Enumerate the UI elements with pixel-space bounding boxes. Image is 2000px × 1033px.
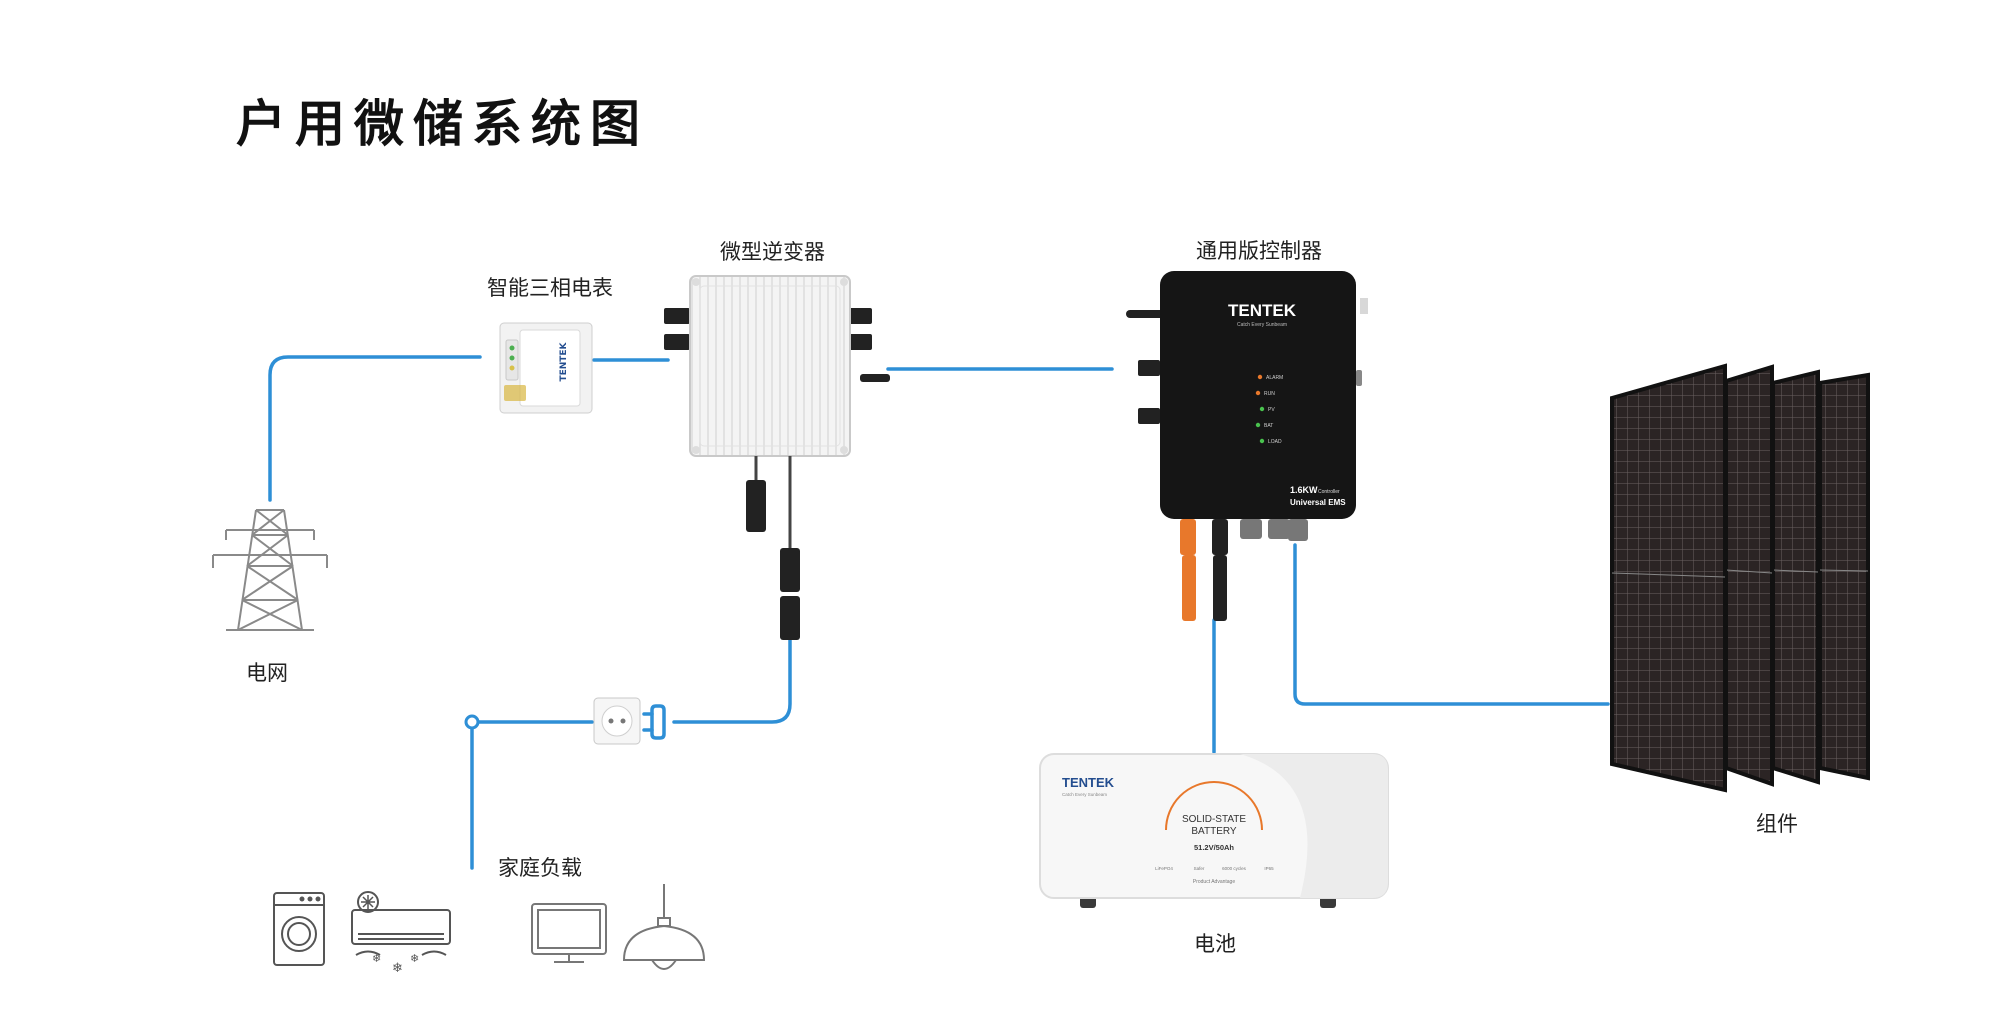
battery-label-line1: SOLID-STATE xyxy=(1182,814,1246,825)
page-title: 户用微储系统图 xyxy=(236,95,649,153)
svg-text:❄: ❄ xyxy=(392,961,403,976)
wire-grid-meter xyxy=(268,355,482,502)
controller-led-list: ALARM RUN PV BAT LOAD xyxy=(1255,374,1283,445)
controller-label: 通用版控制器 xyxy=(1196,239,1322,263)
controller-model-suffix-text: Controller xyxy=(1318,489,1340,495)
wire-controller-module xyxy=(1293,543,1610,706)
wire-socket-load xyxy=(470,720,594,870)
battery-feature-text: LiFePO4 xyxy=(1155,866,1173,871)
svg-text:❄: ❄ xyxy=(410,952,419,965)
controller-led-label: ALARM xyxy=(1266,375,1283,381)
battery-device xyxy=(1039,753,1389,908)
inverter-label: 微型逆变器 xyxy=(720,240,825,264)
smart-meter-device xyxy=(499,322,593,414)
pv-module-icon xyxy=(1610,363,1727,793)
controller-name-text: Universal EMS xyxy=(1290,498,1346,507)
controller-led-pv xyxy=(1259,406,1265,412)
wire-inverter-plug xyxy=(672,638,792,724)
controller-model-text: 1.6KW xyxy=(1290,485,1318,495)
pv-module-icon xyxy=(1771,369,1820,785)
battery-brand-text: TENTEK xyxy=(1062,775,1115,790)
plug-icon xyxy=(642,704,666,740)
battery-label-line2: BATTERY xyxy=(1191,826,1237,837)
battery-spec-text: 51.2V/50Ah xyxy=(1194,843,1234,852)
air-conditioner-icon: ❄ ❄ ❄ xyxy=(351,891,451,976)
controller-brand-text: TENTEK xyxy=(1228,301,1297,320)
battery-slogan-text: Catch Every Sunbeam xyxy=(1062,792,1107,797)
micro-inverter-device xyxy=(664,275,890,640)
washing-machine-icon xyxy=(273,892,325,966)
battery-label: 电池 xyxy=(1194,932,1236,956)
ceiling-lamp-icon xyxy=(622,884,706,970)
battery-feature-text: 6000 cycles xyxy=(1222,866,1247,871)
load-junction-node xyxy=(464,714,480,730)
controller-slogan-text: Catch Every Sunbeam xyxy=(1237,322,1287,328)
meter-label: 智能三相电表 xyxy=(487,276,613,300)
controller-led-label: LOAD xyxy=(1268,439,1282,445)
monitor-icon xyxy=(531,903,607,963)
module-label: 组件 xyxy=(1756,812,1798,836)
svg-text:❄: ❄ xyxy=(372,952,381,965)
controller-led-load xyxy=(1259,438,1265,444)
power-tower-icon xyxy=(212,509,328,631)
controller-led-bat xyxy=(1255,422,1261,428)
battery-feature-text: Safer xyxy=(1194,866,1205,871)
controller-led-run xyxy=(1255,390,1261,396)
controller-led-alarm xyxy=(1257,374,1263,380)
battery-feature-text: IP65 xyxy=(1264,866,1274,871)
grid-label: 电网 xyxy=(246,661,288,685)
controller-led-label: PV xyxy=(1268,407,1275,413)
controller-led-label: BAT xyxy=(1264,423,1273,429)
load-label: 家庭负载 xyxy=(498,856,582,880)
pv-module-icon xyxy=(1818,372,1870,781)
battery-advantage-text: Product Advantage xyxy=(1193,879,1235,885)
battery-feature-list: LiFePO4 Safer 6000 cycles IP65 xyxy=(1155,866,1274,871)
meter-brand-text: TENTEK xyxy=(559,341,569,381)
wall-socket-icon xyxy=(593,697,641,745)
pv-module-array xyxy=(1610,363,1870,793)
pv-module-icon xyxy=(1724,364,1774,787)
controller-led-label: RUN xyxy=(1264,391,1275,397)
wire-lines xyxy=(268,355,1610,870)
